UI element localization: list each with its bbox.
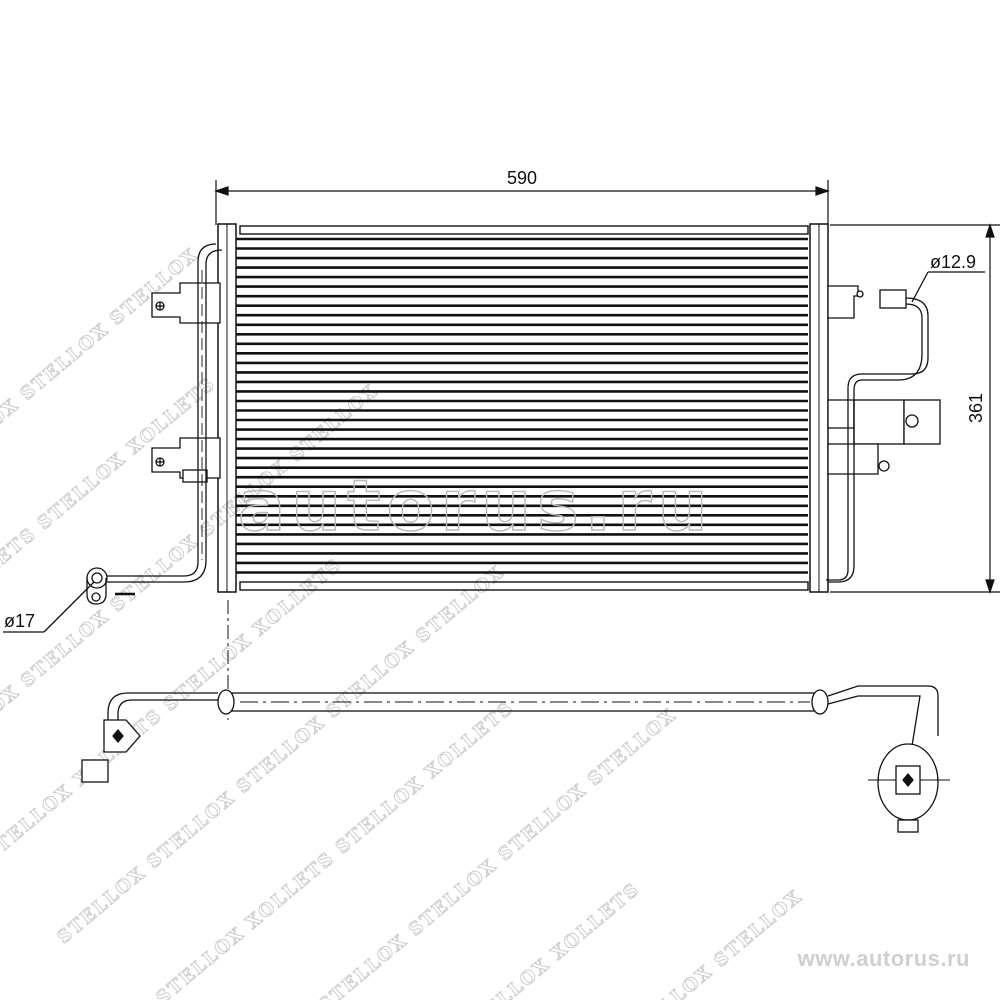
height-dimension-label: 361	[966, 393, 986, 423]
width-dimension-label: 590	[507, 168, 537, 188]
outlet-tube	[826, 271, 985, 583]
inlet-pipe	[3, 243, 223, 633]
site-url-watermark: www.autorus.ru	[797, 946, 970, 971]
outlet-pipe	[827, 285, 941, 475]
inlet-diameter-label: ø17	[4, 611, 35, 631]
overlay-watermark: autorus.ru	[238, 465, 714, 547]
bottom-view	[81, 685, 950, 833]
left-mounting-brackets	[151, 282, 221, 483]
height-dimension	[830, 223, 1000, 594]
condenser-core	[217, 223, 829, 593]
outlet-diameter-label: ø12.9	[930, 252, 976, 272]
width-dimension	[214, 180, 830, 225]
watermark-layer: STELLOX STELLOX STELLOX STELLOX STELLOX …	[0, 243, 807, 1000]
